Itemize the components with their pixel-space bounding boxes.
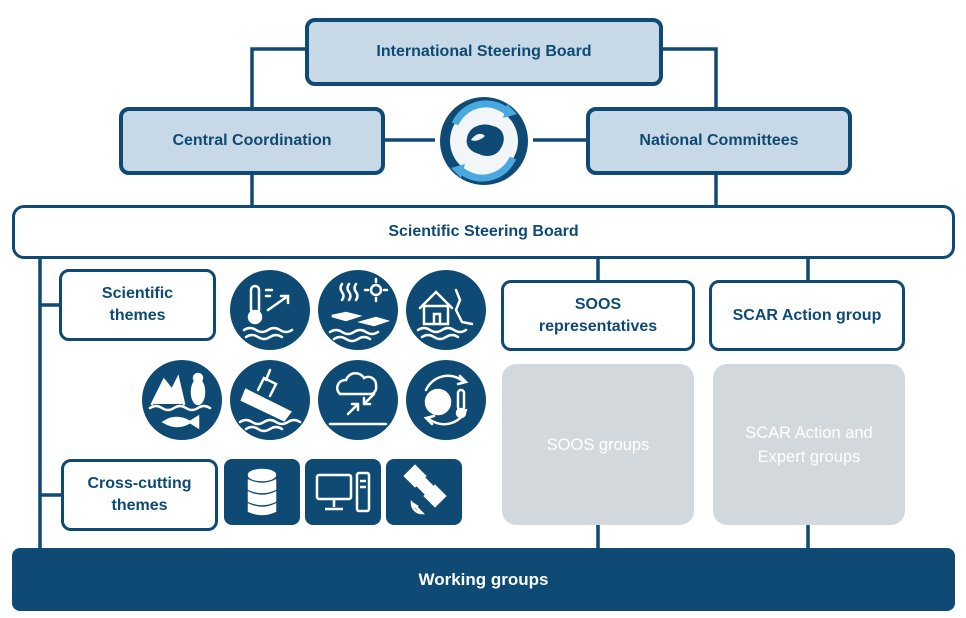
- computer-icon: [305, 459, 381, 525]
- soos-groups: SOOS groups: [502, 364, 694, 525]
- soos-representatives-label: SOOS representatives: [538, 295, 658, 335]
- central-coordination: Central Coordination: [119, 107, 385, 175]
- atmosphere-exchange-icon: [318, 360, 398, 440]
- antarctica-cycle-icon: [440, 97, 528, 185]
- scientific-steering-board: Scientific Steering Board: [12, 205, 955, 259]
- scar-action-group: SCAR Action group: [709, 280, 905, 351]
- national-committees-label: National Committees: [639, 132, 799, 149]
- satellite-icon: [386, 459, 462, 525]
- soos-groups-label: SOOS groups: [546, 435, 650, 454]
- working-groups: Working groups: [12, 548, 955, 611]
- central-coordination-label: Central Coordination: [172, 132, 332, 149]
- scar-action-group-label: SCAR Action group: [732, 306, 882, 324]
- international-steering-board-label: International Steering Board: [376, 43, 592, 60]
- sea-ice-melt-icon: [318, 270, 398, 350]
- ocean-warming-icon: [230, 270, 310, 350]
- soos-representatives: SOOS representatives: [501, 280, 695, 351]
- scientific-themes-label: Scientific themes: [101, 285, 174, 324]
- cross-cutting-themes-label: Cross-cutting themes: [87, 475, 192, 514]
- database-icon: [224, 459, 300, 525]
- international-steering-board: International Steering Board: [305, 18, 663, 86]
- scientific-steering-board-label: Scientific Steering Board: [388, 223, 579, 240]
- shipwreck-icon: [230, 360, 310, 440]
- national-committees: National Committees: [586, 107, 852, 175]
- global-climate-cycle-icon: [406, 360, 486, 440]
- coastal-flooding-icon: [406, 270, 486, 350]
- working-groups-label: Working groups: [418, 569, 549, 589]
- scientific-themes-box: Scientific themes: [59, 269, 216, 341]
- cross-cutting-themes-box: Cross-cutting themes: [61, 459, 218, 531]
- marine-wildlife-icon: [142, 360, 222, 440]
- scar-action-expert-groups: SCAR Action and Expert groups: [713, 364, 905, 525]
- scar-action-expert-groups-label: SCAR Action and Expert groups: [745, 423, 873, 466]
